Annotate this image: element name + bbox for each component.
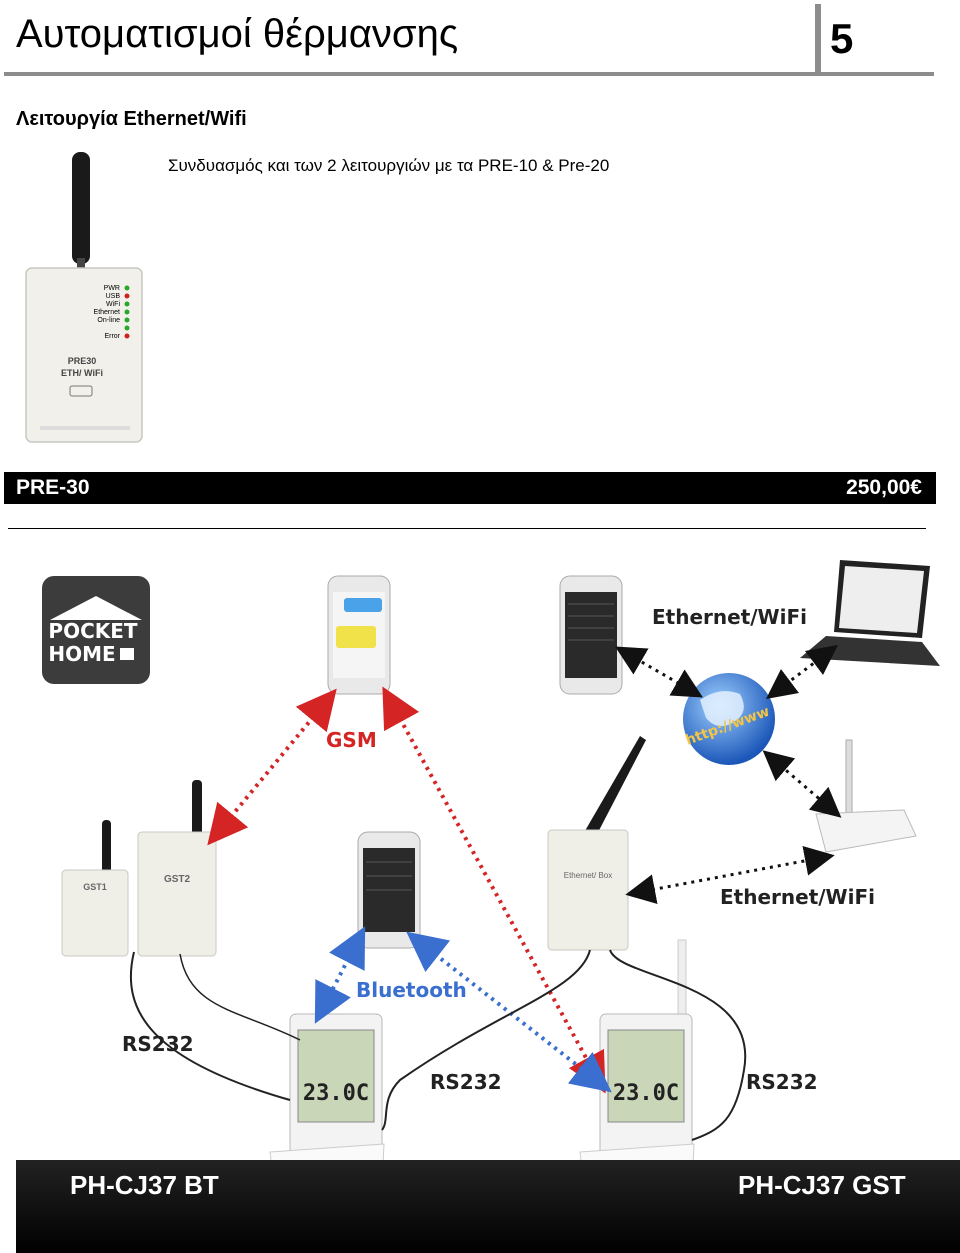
brand-logo-icon: [69, 385, 93, 397]
led-label-usb: USB: [106, 293, 121, 300]
ethernet-arrow-box: [625, 846, 835, 904]
product-image-pre30: PWR USB WiFi Ethernet On-line Error PRE3…: [25, 152, 143, 443]
eth-box-label: Ethernet/ Box: [564, 871, 612, 880]
ethernet-arrow-router: [762, 750, 842, 818]
led-label-online: On-line: [97, 317, 120, 324]
section-title: Λειτουργία Ethernet/Wifi: [16, 108, 247, 130]
rs232-cable-gst2: [179, 953, 301, 1041]
product-price: 250,00€: [846, 476, 922, 499]
led-label-ethernet: Ethernet: [94, 309, 121, 316]
led-label-error: Error: [104, 333, 120, 340]
ethernet-wifi-label-bottom: Ethernet/WiFi: [720, 885, 875, 909]
ethernet-wifi-label-top: Ethernet/WiFi: [652, 605, 807, 629]
ethernet-box-module: Ethernet/ Box: [547, 736, 646, 951]
router-icon: [815, 739, 917, 853]
phone-sms: [327, 575, 391, 695]
pocket-home-logo: POCKET HOME: [42, 576, 150, 684]
rs232-label-right: RS232: [746, 1070, 818, 1094]
model-band: PH-CJ37 BT PH-CJ37 GST: [16, 1160, 960, 1253]
thermostat-right-reading: 23.0C: [613, 1081, 679, 1106]
header-divider: [815, 4, 821, 74]
page-number: 5: [830, 15, 854, 62]
gst1-label: GST1: [83, 882, 107, 892]
section-caption: Συνδυασμός και των 2 λειτουργιών με τα P…: [168, 156, 610, 175]
globe-icon: http://www: [683, 673, 775, 765]
logo-text-pocket: POCKET: [48, 619, 137, 643]
page-title: Αυτοματισμοί θέρμανσης: [16, 12, 459, 56]
bluetooth-arrow-left: [314, 926, 366, 1024]
laptop-icon: [800, 560, 940, 666]
rs232-label-left: RS232: [122, 1032, 194, 1056]
header-rule: [4, 72, 934, 76]
led-list: [124, 285, 130, 339]
rs232-label-middle: RS232: [430, 1070, 502, 1094]
gsm-arrow-left: [207, 688, 337, 846]
antenna-icon: [72, 152, 90, 264]
led-label-wifi: WiFi: [106, 301, 120, 308]
thermostat-left-reading: 23.0C: [303, 1081, 369, 1106]
phone-app-top: [559, 575, 623, 695]
gst1-module: GST1: [61, 820, 129, 957]
rs232-cable-middle: [381, 949, 591, 1131]
gst2-label: GST2: [164, 874, 191, 885]
gsm-label: GSM: [326, 728, 377, 752]
ethernet-arrow-laptop: [766, 645, 838, 699]
product-name: PRE-30: [16, 476, 90, 499]
ethernet-arrow-phone: [615, 646, 703, 698]
separator-rule: [8, 528, 926, 529]
rs232-cable-left: [129, 951, 291, 1101]
phone-app-bottom: [357, 831, 421, 949]
product-label-line1: PRE30: [68, 356, 97, 366]
rs232-cable-right: [609, 949, 747, 1141]
price-bar: PRE-30 250,00€: [4, 472, 936, 504]
led-label-pwr: PWR: [104, 285, 120, 292]
bluetooth-arrow-right: [406, 931, 612, 1093]
model-left-label: PH-CJ37 BT: [70, 1170, 219, 1200]
product-label-line2: ETH/ WiFi: [61, 368, 103, 378]
logo-text-home: HOME: [48, 642, 115, 666]
model-right-label: PH-CJ37 GST: [738, 1170, 906, 1200]
gst2-module: GST2: [137, 780, 217, 957]
bluetooth-label: Bluetooth: [356, 978, 467, 1002]
system-diagram: POCKET HOME http://www GST1: [42, 560, 940, 1237]
